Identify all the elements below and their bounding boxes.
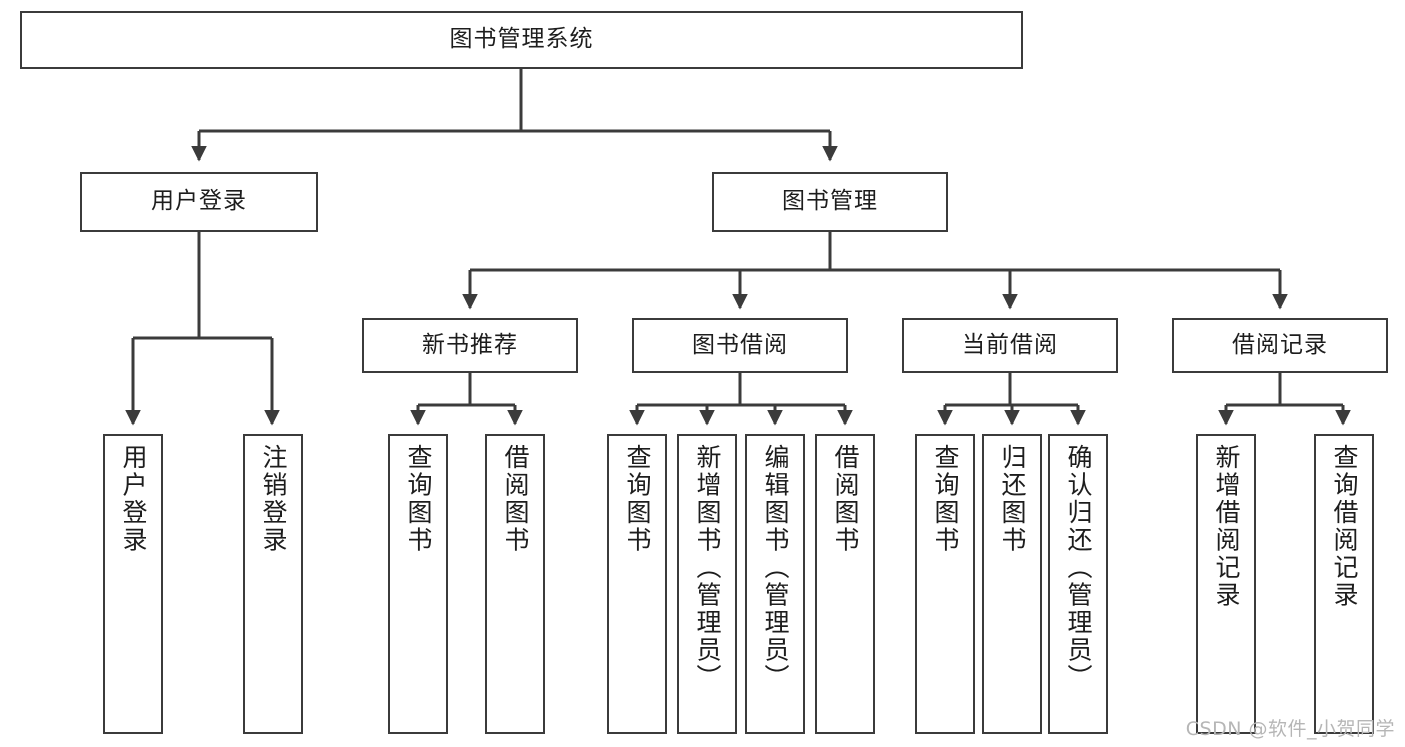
node-book-borrow-label: 图书借阅 xyxy=(692,331,788,358)
leaf-record-query-record-label: 查询借阅记录 xyxy=(1330,444,1359,609)
leaf-recommend-query-book-label: 查询图书 xyxy=(404,444,433,554)
leaf-borrow-borrow-book[interactable]: 借阅图书 xyxy=(815,434,875,734)
leaf-borrow-edit-book-label: 编辑图书（管理员） xyxy=(761,444,790,692)
leaf-recommend-borrow-book[interactable]: 借阅图书 xyxy=(485,434,545,734)
node-user-login[interactable]: 用户登录 xyxy=(80,172,318,232)
node-root[interactable]: 图书管理系统 xyxy=(20,11,1023,69)
node-book-management[interactable]: 图书管理 xyxy=(712,172,948,232)
leaf-borrow-query-book[interactable]: 查询图书 xyxy=(607,434,667,734)
leaf-borrow-edit-book[interactable]: 编辑图书（管理员） xyxy=(745,434,805,734)
node-book-management-label: 图书管理 xyxy=(782,188,878,215)
leaf-current-confirm-return[interactable]: 确认归还（管理员） xyxy=(1048,434,1108,734)
leaf-borrow-borrow-book-label: 借阅图书 xyxy=(831,444,860,554)
leaf-current-return-book[interactable]: 归还图书 xyxy=(982,434,1042,734)
leaf-borrow-query-book-label: 查询图书 xyxy=(623,444,652,554)
leaf-current-return-book-label: 归还图书 xyxy=(998,444,1027,554)
leaf-record-add-record-label: 新增借阅记录 xyxy=(1212,444,1241,609)
leaf-record-add-record[interactable]: 新增借阅记录 xyxy=(1196,434,1256,734)
leaf-current-query-book[interactable]: 查询图书 xyxy=(915,434,975,734)
leaf-recommend-borrow-book-label: 借阅图书 xyxy=(501,444,530,554)
leaf-user-login-logout-label: 注销登录 xyxy=(259,444,288,554)
node-new-book-recommend-label: 新书推荐 xyxy=(422,331,518,358)
node-user-login-label: 用户登录 xyxy=(151,188,247,215)
node-current-borrow-label: 当前借阅 xyxy=(962,331,1058,358)
leaf-current-confirm-return-label: 确认归还（管理员） xyxy=(1064,444,1093,692)
leaf-user-login-login-label: 用户登录 xyxy=(119,444,148,554)
leaf-record-query-record[interactable]: 查询借阅记录 xyxy=(1314,434,1374,734)
node-book-borrow[interactable]: 图书借阅 xyxy=(632,318,848,373)
leaf-borrow-add-book[interactable]: 新增图书（管理员） xyxy=(677,434,737,734)
node-borrow-record[interactable]: 借阅记录 xyxy=(1172,318,1388,373)
leaf-current-query-book-label: 查询图书 xyxy=(931,444,960,554)
leaf-borrow-add-book-label: 新增图书（管理员） xyxy=(693,444,722,692)
node-root-label: 图书管理系统 xyxy=(449,26,594,53)
leaf-user-login-logout[interactable]: 注销登录 xyxy=(243,434,303,734)
node-borrow-record-label: 借阅记录 xyxy=(1232,331,1328,358)
node-current-borrow[interactable]: 当前借阅 xyxy=(902,318,1118,373)
leaf-recommend-query-book[interactable]: 查询图书 xyxy=(388,434,448,734)
leaf-user-login-login[interactable]: 用户登录 xyxy=(103,434,163,734)
node-new-book-recommend[interactable]: 新书推荐 xyxy=(362,318,578,373)
